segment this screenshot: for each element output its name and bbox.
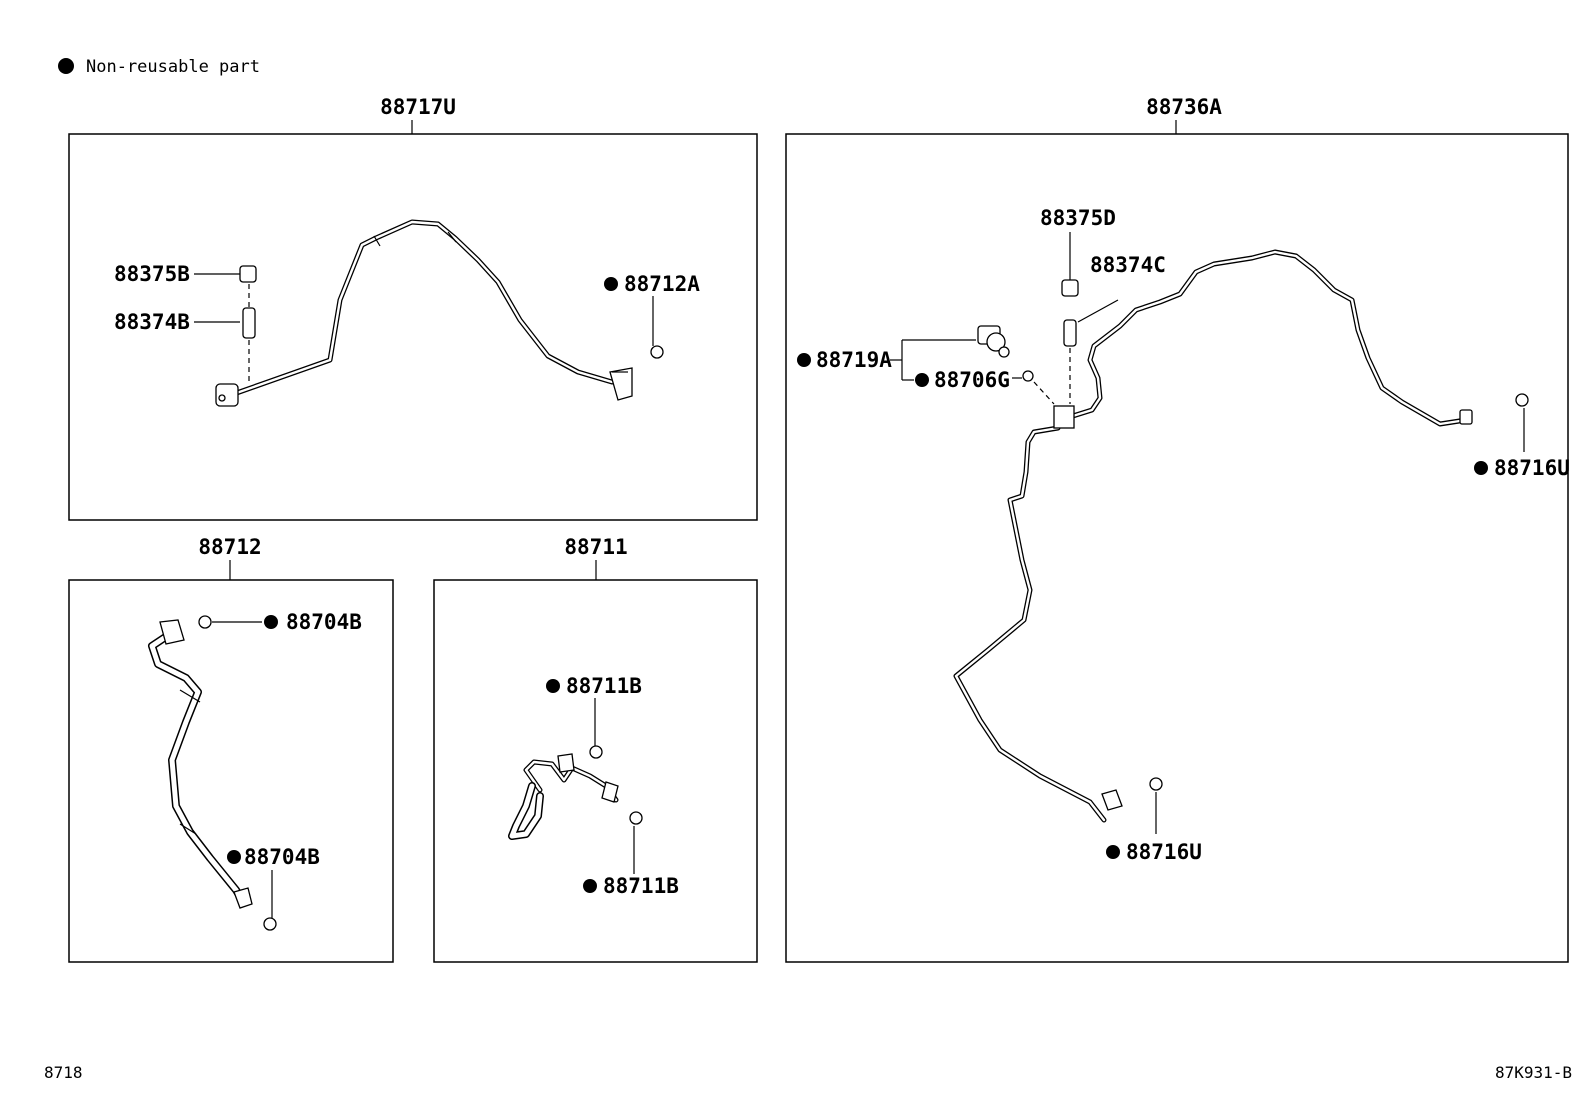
liquid-pipe-88711[interactable] xyxy=(508,753,619,840)
group-88712: 88712 88704B 88704B xyxy=(68,535,394,963)
non-reusable-bullet-icon xyxy=(1106,845,1120,859)
group-title-88711: 88711 xyxy=(564,535,627,559)
non-reusable-bullet-icon xyxy=(604,277,618,291)
service-valve-core-icon xyxy=(242,307,256,339)
non-reusable-bullet-icon xyxy=(915,373,929,387)
group-box-88712 xyxy=(68,579,394,963)
non-reusable-bullet-icon xyxy=(797,353,811,367)
o-ring-icon xyxy=(198,615,212,629)
label-88712A[interactable]: 88712A xyxy=(624,272,700,296)
group-title-88712: 88712 xyxy=(198,535,261,559)
non-reusable-bullet-icon xyxy=(227,850,241,864)
group-box-88736A xyxy=(785,133,1569,963)
o-ring-icon xyxy=(263,917,277,931)
footer-left-code: 8718 xyxy=(44,1063,83,1082)
group-box-88717U xyxy=(68,133,758,521)
service-valve-cap-icon xyxy=(239,265,257,283)
label-88719A[interactable]: 88719A xyxy=(816,348,892,372)
label-88711B-bottom[interactable]: 88711B xyxy=(603,874,679,898)
o-ring-icon xyxy=(1149,777,1163,791)
legend-text: Non-reusable part xyxy=(86,57,260,77)
label-88704B-top[interactable]: 88704B xyxy=(286,610,362,634)
label-88706G[interactable]: 88706G xyxy=(934,368,1010,392)
non-reusable-bullet-icon xyxy=(264,615,278,629)
label-88716U-bottom[interactable]: 88716U xyxy=(1126,840,1202,864)
group-88736A: 88736A 88375D 88374C 88719A 88706G xyxy=(785,95,1570,963)
group-88711: 88711 88711B 88711B xyxy=(433,535,758,963)
group-88717U: 88717U 88375B 88374B 88712A xyxy=(68,95,758,521)
o-ring-icon xyxy=(650,345,664,359)
label-88716U-right[interactable]: 88716U xyxy=(1494,456,1570,480)
suction-hose-88717U[interactable] xyxy=(215,219,633,407)
label-88704B-bottom[interactable]: 88704B xyxy=(244,845,320,869)
pressure-switch-icon xyxy=(977,325,1010,358)
non-reusable-bullet-icon xyxy=(58,58,74,74)
group-title-88717U: 88717U xyxy=(380,95,456,119)
o-ring-icon xyxy=(1515,393,1529,407)
label-88374B[interactable]: 88374B xyxy=(114,310,190,334)
service-valve-core-icon xyxy=(1063,319,1077,347)
group-title-88736A: 88736A xyxy=(1146,95,1222,119)
o-ring-icon xyxy=(589,745,603,759)
service-valve-cap-icon xyxy=(1061,279,1079,297)
liquid-pipe-88736A[interactable] xyxy=(953,249,1473,823)
group-box-88711 xyxy=(433,579,758,963)
label-88374C[interactable]: 88374C xyxy=(1090,253,1166,277)
label-88711B-top[interactable]: 88711B xyxy=(566,674,642,698)
discharge-hose-88712[interactable] xyxy=(148,619,253,909)
o-ring-icon xyxy=(1022,370,1034,382)
non-reusable-bullet-icon xyxy=(1474,461,1488,475)
footer-right-code: 87K931-B xyxy=(1495,1063,1572,1082)
label-88375D[interactable]: 88375D xyxy=(1040,206,1116,230)
o-ring-icon xyxy=(629,811,643,825)
non-reusable-bullet-icon xyxy=(583,879,597,893)
non-reusable-bullet-icon xyxy=(546,679,560,693)
label-88375B[interactable]: 88375B xyxy=(114,262,190,286)
